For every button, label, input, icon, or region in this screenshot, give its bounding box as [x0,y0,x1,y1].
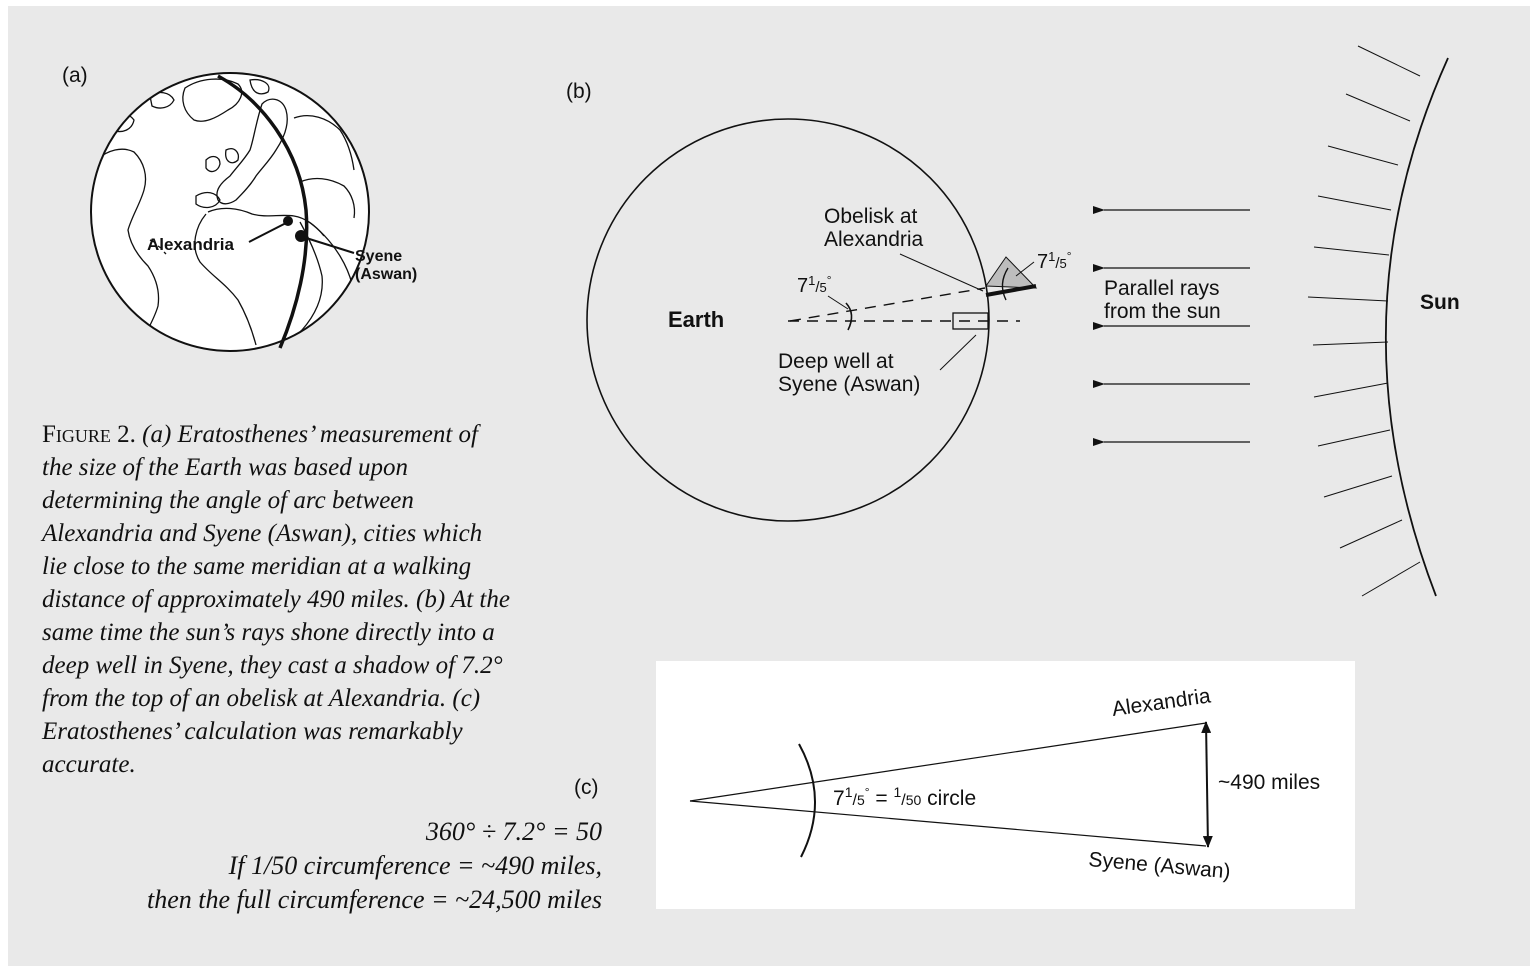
caption-text: (a) Eratosthenes’ measurement of the siz… [42,421,510,778]
sun-rays-hatching [1307,45,1421,597]
obelisk-leader [899,253,984,292]
sun-limb [1384,57,1449,597]
obelisk-label-1: Obelisk at [824,205,918,228]
panel-a-globe: (a) [62,64,417,352]
center-angle-arc [845,302,853,331]
panel-a-label: (a) [62,64,88,87]
panel-b-label: (b) [566,80,592,103]
obelisk-angle-leader [1015,261,1035,277]
calculation-line-1: 360° ÷ 7.2° = 50 [425,817,602,846]
deep-well [952,312,989,330]
center-angle-label: 71/5° [797,273,832,297]
obelisk-shadow [985,256,1038,289]
syene-leader [302,236,355,254]
earth-circle [586,118,990,522]
meridian-line [217,74,309,349]
well-label-1: Deep well at [778,350,894,373]
continent-outlines [95,78,356,351]
obelisk [985,284,1037,297]
obelisk-angle-label: 71/5° [1037,249,1072,273]
aswan-label: (Aswan) [355,266,417,283]
wedge-top-line [689,722,1207,802]
wedge-angle-arc [798,743,816,858]
alexandria-label: Alexandria [147,235,234,254]
obelisk-angle-arc [1001,267,1009,301]
earth-label: Earth [668,307,724,332]
syene-label: Syene [355,248,402,265]
angle-equation-label: 71/5° = 1/50 circle [833,784,976,810]
figure-caption: Figure 2. (a) Eratosthenes’ measurement … [42,418,512,781]
panel-c-diagram: Alexandria Syene (Aswan) ~490 miles 71/5… [656,661,1355,909]
calculation-line-2: If 1/50 circumference = ~490 miles, [228,851,602,880]
syene-marker [295,230,307,242]
alexandria-leader [248,221,289,243]
obelisk-label-2: Alexandria [824,228,924,251]
well-label-2: Syene (Aswan) [778,373,920,396]
parallel-rays [1093,206,1250,446]
calculation-block: 360° ÷ 7.2° = 50 If 1/50 circumference =… [147,815,602,917]
distance-label: ~490 miles [1218,771,1320,794]
wedge-bottom-line [689,800,1207,847]
calculation-line-3: then the full circumference = ~24,500 mi… [147,885,602,914]
sun-label: Sun [1420,291,1460,314]
rays-label-2: from the sun [1104,300,1221,323]
panel-c-box [656,661,1355,909]
obelisk-dashed-line [789,287,986,322]
distance-arrow [1201,721,1213,848]
panel-c-label: (c) [574,776,599,799]
figure-number: Figure 2. [42,421,136,448]
well-leader [939,334,977,371]
panel-b-diagram: (b) Earth 71/5° Deep well at Syene (Aswa… [566,45,1460,597]
globe-outline [90,72,370,352]
center-angle-leader [827,295,849,310]
rays-label-1: Parallel rays [1104,277,1220,300]
